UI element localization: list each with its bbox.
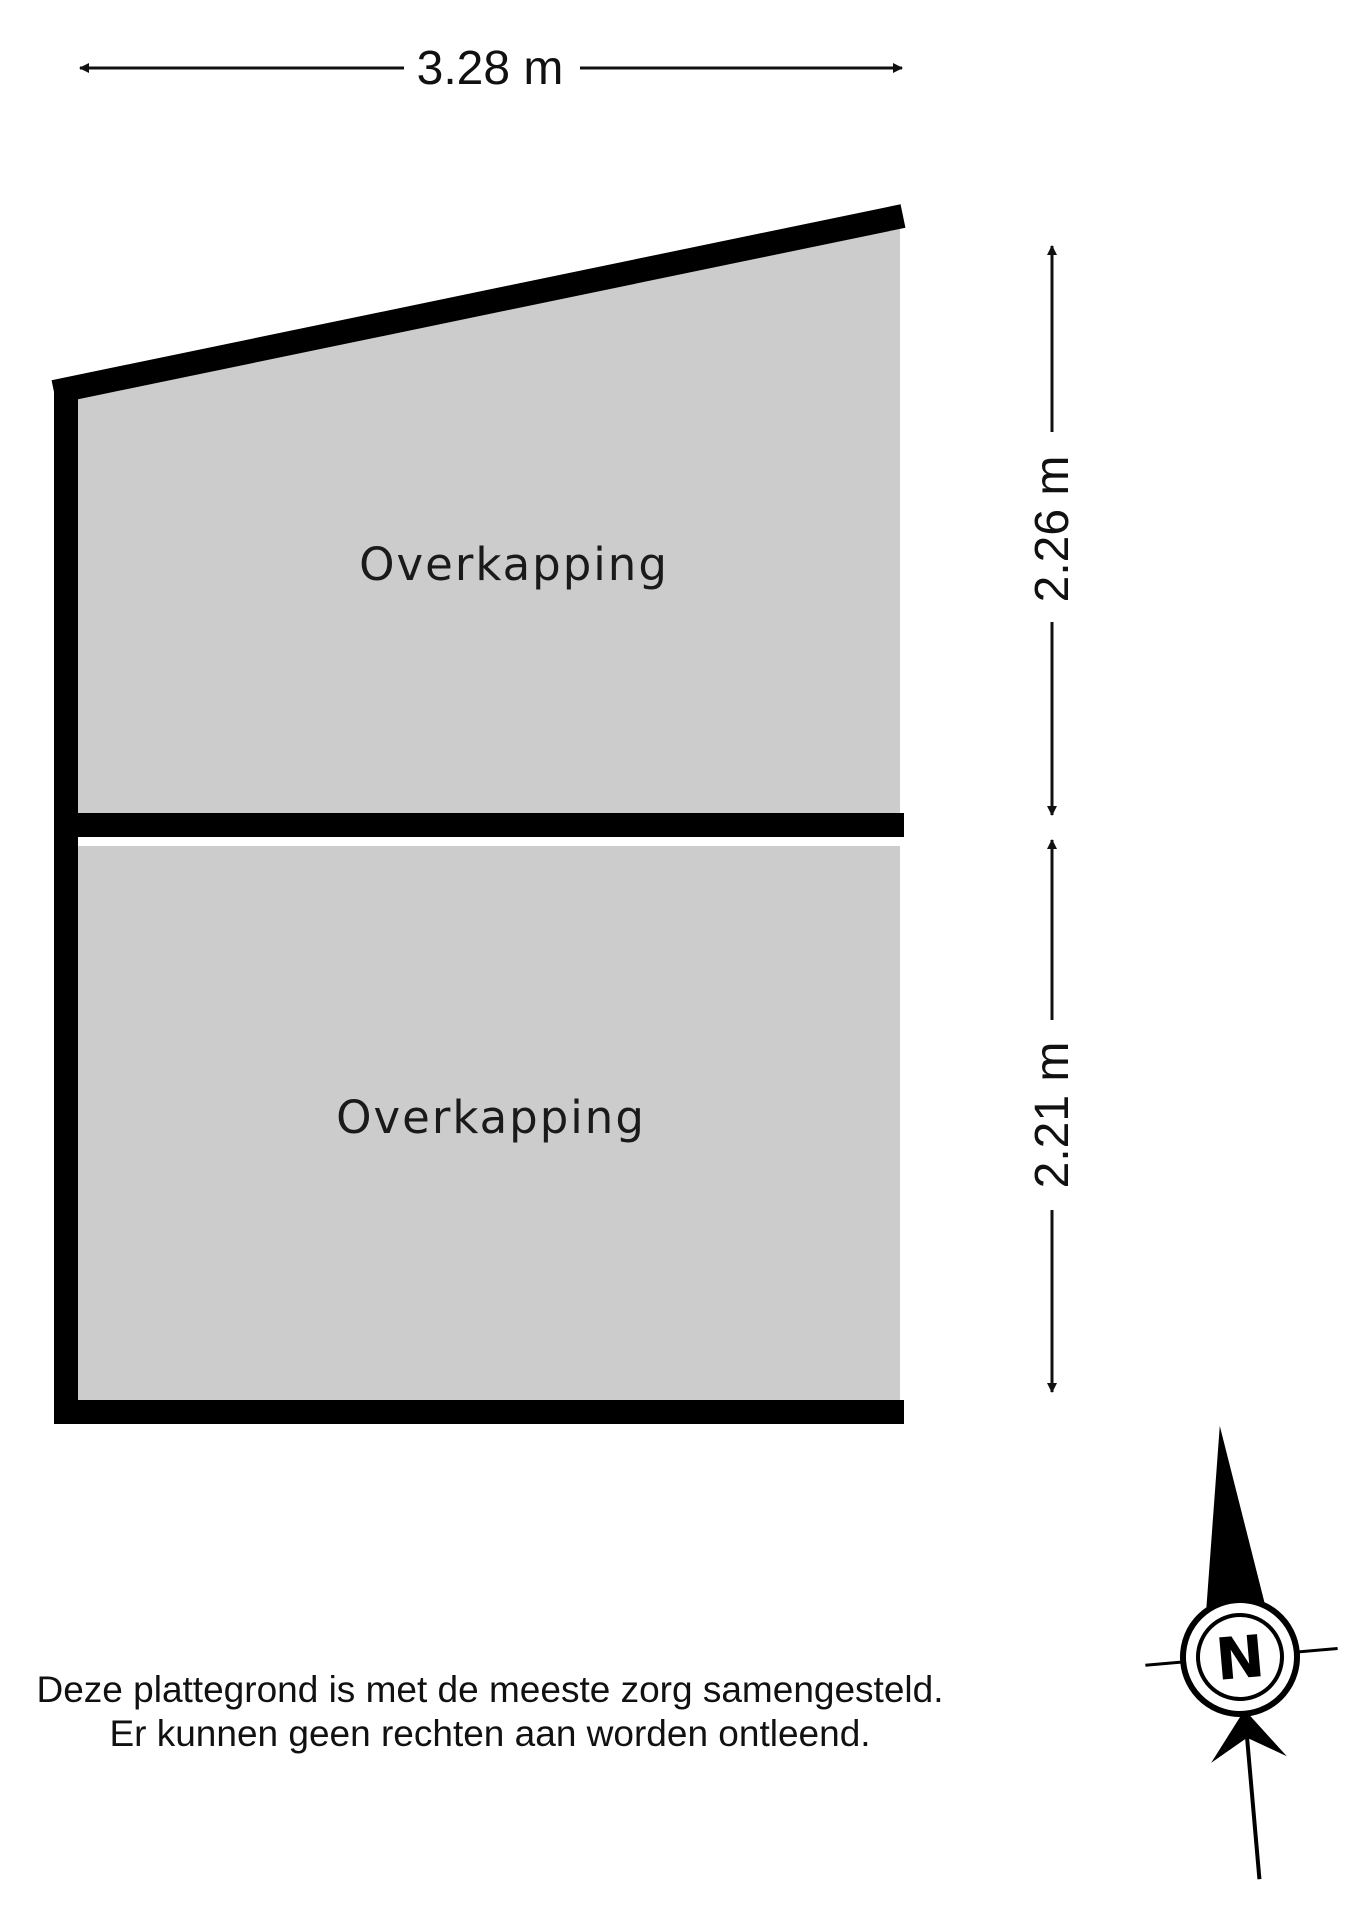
room-label-upper: Overkapping [359, 538, 669, 591]
dimension-height-lower-label: 2.21 m [1026, 1042, 1079, 1189]
wall-top-slanted [51, 204, 906, 404]
compass-south-line [1242, 1709, 1262, 1880]
disclaimer-line-2: Er kunnen geen rechten aan worden ontlee… [109, 1713, 871, 1754]
wall-left [54, 384, 78, 1424]
room-upper-fill [66, 220, 900, 822]
dimension-height-upper-label: 2.26 m [1026, 456, 1079, 603]
disclaimer-line-1: Deze plattegrond is met de meeste zorg s… [36, 1669, 944, 1710]
room-lower-fill [66, 846, 900, 1400]
north-compass-icon: N [1145, 1425, 1338, 1880]
compass-tail [1211, 1709, 1287, 1763]
wall-bottom [54, 1400, 904, 1424]
dimension-width-label: 3.28 m [417, 42, 564, 95]
dimension-width: 3.28 m [79, 42, 903, 95]
wall-divider [54, 813, 904, 837]
compass-letter: N [1213, 1622, 1267, 1694]
dimension-height-upper: 2.26 m [1026, 245, 1079, 816]
compass-inner-ring [1196, 1613, 1284, 1701]
room-label-lower: Overkapping [336, 1091, 646, 1144]
dimension-height-lower: 2.21 m [1026, 839, 1079, 1393]
compass-needle-north [1206, 1425, 1266, 1613]
